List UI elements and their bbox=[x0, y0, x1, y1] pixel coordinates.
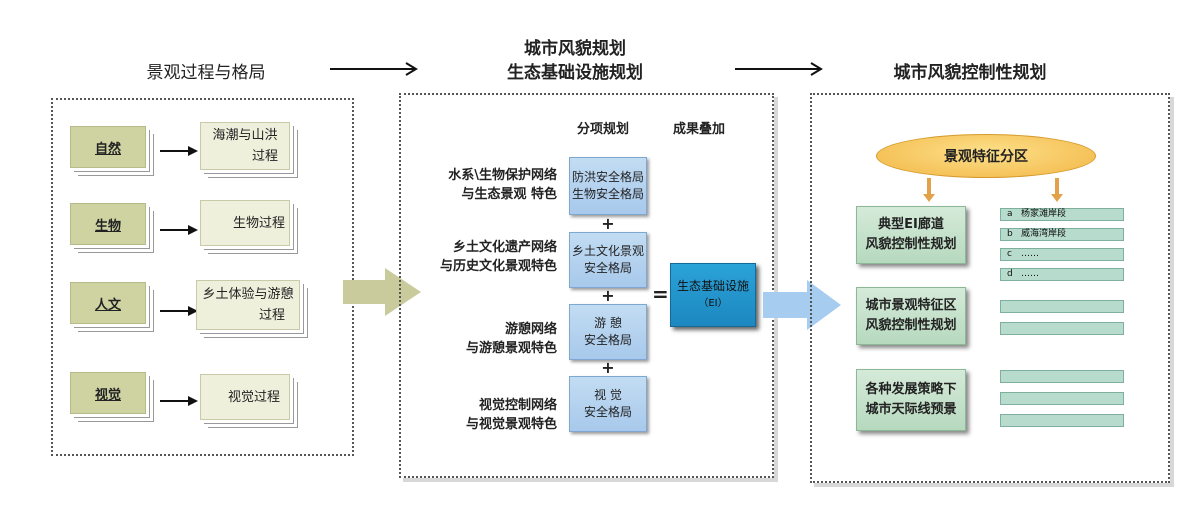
big-arrow-right bbox=[763, 280, 841, 330]
target-card-bio-process: 生物过程 bbox=[200, 200, 290, 246]
label-line1: 乡土文化遗产网络 bbox=[452, 240, 557, 255]
down-arrow-left bbox=[923, 178, 935, 202]
bar-zone-2 bbox=[1000, 322, 1124, 335]
source-card-humanity: 人文 bbox=[70, 282, 146, 324]
row-arrow bbox=[160, 400, 190, 402]
source-label: 视觉 bbox=[94, 387, 121, 403]
box-line1: 防洪安全格局 bbox=[571, 170, 644, 184]
target-line1: 海潮与山洪 bbox=[212, 128, 278, 143]
bar-skyline-3 bbox=[1000, 414, 1124, 427]
label-recreation-network: 游憩网络 与游憩景观特色 bbox=[466, 320, 557, 358]
source-label: 人文 bbox=[94, 297, 121, 313]
top-arrow-1 bbox=[330, 62, 418, 76]
target-line2: 过程 bbox=[251, 149, 278, 164]
row-arrow-head bbox=[188, 396, 198, 406]
bar-letter: b bbox=[1007, 229, 1013, 239]
box-line1: 视 觉 bbox=[594, 388, 622, 402]
label-visual-network: 视觉控制网络 与视觉景观特色 bbox=[466, 396, 557, 434]
box-heritage-security: 乡土文化景观 安全格局 bbox=[569, 232, 647, 288]
bar-text: …… bbox=[1021, 269, 1039, 279]
source-card-biology: 生物 bbox=[70, 203, 146, 245]
bar-segment-a: a 杨家滩岸段 bbox=[1000, 208, 1124, 221]
bar-segment-d: d …… bbox=[1000, 268, 1124, 281]
label-line1: 视觉控制网络 bbox=[478, 398, 557, 413]
box-line2: 安全格局 bbox=[583, 405, 632, 419]
bar-letter: a bbox=[1007, 209, 1013, 219]
box-line2: 风貌控制性规划 bbox=[865, 237, 957, 252]
box-line1: 典型EI廊道 bbox=[878, 217, 944, 232]
row-arrow-head bbox=[188, 306, 198, 316]
label-line2: 与生态景观 特色 bbox=[461, 187, 557, 202]
row-arrow-head bbox=[188, 225, 198, 235]
box-ei-corridor-control: 典型EI廊道 风貌控制性规划 bbox=[856, 206, 966, 264]
top-arrow-2 bbox=[735, 62, 823, 76]
heading-urban-style-control: 城市风貌控制性规划 bbox=[893, 63, 1047, 83]
target-line1: 视觉过程 bbox=[227, 389, 280, 405]
middle-panel bbox=[399, 93, 774, 478]
bar-skyline-1 bbox=[1000, 370, 1124, 383]
bar-letter: c bbox=[1007, 249, 1012, 259]
heading-ei-planning: 生态基础设施规划 bbox=[507, 63, 643, 83]
box-recreation-security: 游 憩 安全格局 bbox=[569, 304, 647, 360]
bar-text: …… bbox=[1021, 249, 1039, 259]
source-card-visual: 视觉 bbox=[70, 372, 146, 414]
plus-sign: + bbox=[601, 214, 615, 233]
target-card-visual-process: 视觉过程 bbox=[200, 374, 290, 420]
label-water-bio-network: 水系\生物保护网络 与生态景观 特色 bbox=[448, 166, 557, 204]
ei-line2: （EI） bbox=[698, 298, 728, 309]
row-arrow bbox=[160, 229, 190, 231]
box-line1: 乡土文化景观 bbox=[571, 244, 644, 258]
target-line1: 乡土体验与游憩 bbox=[202, 287, 294, 302]
bar-text: 威海湾岸段 bbox=[1021, 229, 1067, 239]
plus-sign: + bbox=[601, 286, 615, 305]
row-arrow bbox=[160, 310, 190, 312]
ei-line1: 生态基础设施 bbox=[676, 279, 749, 293]
equals-sign: = bbox=[652, 282, 669, 306]
label-line1: 水系\生物保护网络 bbox=[448, 168, 557, 183]
right-panel bbox=[810, 93, 1170, 483]
bar-zone-1 bbox=[1000, 300, 1124, 313]
target-line1: 生物过程 bbox=[232, 216, 285, 231]
label-heritage-network: 乡土文化遗产网络 与历史文化景观特色 bbox=[440, 238, 557, 276]
box-feature-zone-control: 城市景观特征区 风貌控制性规划 bbox=[856, 287, 966, 345]
row-arrow-head bbox=[188, 146, 198, 156]
box-line2: 生物安全格局 bbox=[571, 187, 644, 201]
box-line1: 各种发展策略下 bbox=[865, 382, 957, 397]
label-line2: 与历史文化景观特色 bbox=[439, 259, 557, 274]
col-head-sub-planning: 分项规划 bbox=[577, 122, 630, 137]
target-card-tide-flood: 海潮与山洪 过程 bbox=[200, 122, 290, 170]
ei-result-box: 生态基础设施 （EI） bbox=[670, 263, 756, 327]
box-line2: 安全格局 bbox=[583, 261, 632, 275]
box-visual-security: 视 觉 安全格局 bbox=[569, 376, 647, 432]
bar-segment-c: c …… bbox=[1000, 248, 1124, 261]
bar-letter: d bbox=[1007, 269, 1013, 279]
big-arrow-left bbox=[343, 268, 421, 316]
box-line1: 游 憩 bbox=[594, 316, 622, 330]
plus-sign: + bbox=[601, 358, 615, 377]
source-label: 自然 bbox=[94, 141, 121, 157]
box-line2: 风貌控制性规划 bbox=[865, 318, 957, 333]
col-head-result-overlay: 成果叠加 bbox=[673, 122, 726, 137]
bar-segment-b: b 威海湾岸段 bbox=[1000, 228, 1124, 241]
box-flood-bio-security: 防洪安全格局 生物安全格局 bbox=[569, 157, 647, 215]
row-arrow bbox=[160, 150, 190, 152]
label-line2: 与视觉景观特色 bbox=[465, 417, 557, 432]
down-arrow-right bbox=[1051, 178, 1063, 202]
target-line2: 过程 bbox=[258, 308, 285, 323]
left-panel bbox=[51, 98, 354, 456]
heading-landscape-process: 景观过程与格局 bbox=[146, 63, 266, 83]
source-card-nature: 自然 bbox=[70, 126, 146, 168]
bar-text: 杨家滩岸段 bbox=[1021, 209, 1067, 219]
source-label: 生物 bbox=[94, 218, 121, 234]
bar-skyline-2 bbox=[1000, 392, 1124, 405]
box-line1: 城市景观特征区 bbox=[865, 298, 957, 313]
target-card-recreation: 乡土体验与游憩 过程 bbox=[196, 280, 300, 330]
label-line2: 与游憩景观特色 bbox=[465, 341, 557, 356]
heading-urban-style-planning: 城市风貌规划 bbox=[524, 39, 626, 59]
landscape-zoning-ellipse: 景观特征分区 bbox=[876, 134, 1096, 178]
box-skyline-foresight: 各种发展策略下 城市天际线预景 bbox=[856, 369, 966, 431]
box-line2: 安全格局 bbox=[583, 333, 632, 347]
label-line1: 游憩网络 bbox=[504, 322, 557, 337]
box-line2: 城市天际线预景 bbox=[865, 402, 957, 417]
